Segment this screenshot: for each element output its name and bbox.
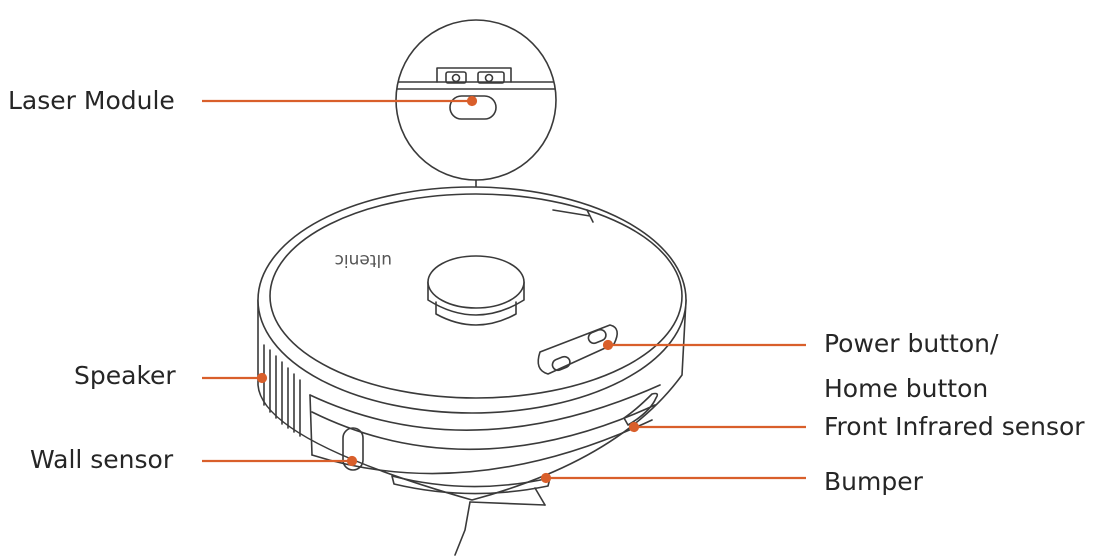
callout-laser-module <box>202 95 478 107</box>
label-laser-module: Laser Module <box>8 86 175 115</box>
callout-power-button <box>602 339 806 351</box>
robot-vacuum-body <box>257 186 687 556</box>
wall-sensor-window <box>342 427 364 471</box>
callout-bumper <box>540 472 806 484</box>
brand-logo-text: ultenic <box>335 250 392 270</box>
front-infrared-window <box>623 392 659 426</box>
bumper-slot <box>391 475 551 495</box>
label-front-infrared-sensor: Front Infrared sensor <box>824 412 1085 441</box>
callout-wall-sensor <box>202 455 358 467</box>
label-speaker: Speaker <box>74 361 176 390</box>
speaker-grille <box>263 344 301 437</box>
label-home-button: Home button <box>824 374 989 403</box>
label-power-button: Power button/ <box>824 329 999 358</box>
label-bumper: Bumper <box>824 467 923 496</box>
callout-front-infrared <box>628 421 806 433</box>
label-wall-sensor: Wall sensor <box>30 445 174 474</box>
laser-dome <box>427 255 525 326</box>
callout-speaker <box>202 372 268 384</box>
